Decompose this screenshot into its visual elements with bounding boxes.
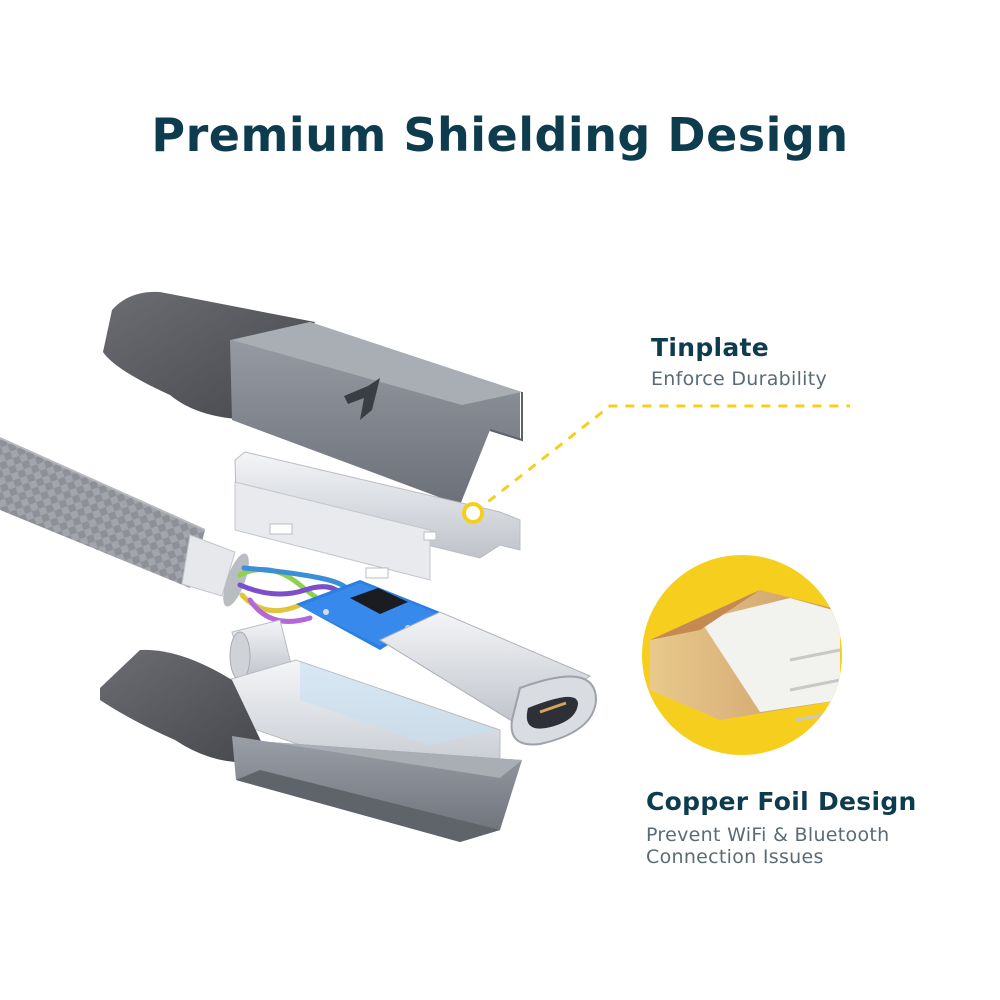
brand-logo-icon bbox=[344, 378, 380, 420]
tinplate-shield-top bbox=[234, 451, 521, 581]
copper-foil-zoom bbox=[642, 555, 842, 755]
feature-copper-foil-heading: Copper Foil Design bbox=[646, 787, 917, 816]
feature-tinplate-heading: Tinplate bbox=[651, 333, 770, 362]
page-title: Premium Shielding Design bbox=[151, 108, 849, 162]
feature-tinplate-description: Enforce Durability bbox=[651, 368, 828, 390]
usb-c-connector bbox=[378, 611, 598, 746]
feature-copper-foil-description: Prevent WiFi & Bluetooth Connection Issu… bbox=[646, 824, 890, 868]
bottom-housing bbox=[100, 649, 522, 842]
metal-ferrule bbox=[229, 619, 293, 681]
feature-tinplate: Tinplate Enforce Durability bbox=[651, 333, 827, 390]
feature-copper-foil: Copper Foil Design Prevent WiFi & Blueto… bbox=[646, 787, 966, 868]
tinplate-callout-line bbox=[462, 404, 850, 524]
braided-cable bbox=[0, 437, 249, 607]
callout-dot-icon bbox=[462, 502, 484, 524]
top-housing bbox=[103, 291, 523, 505]
